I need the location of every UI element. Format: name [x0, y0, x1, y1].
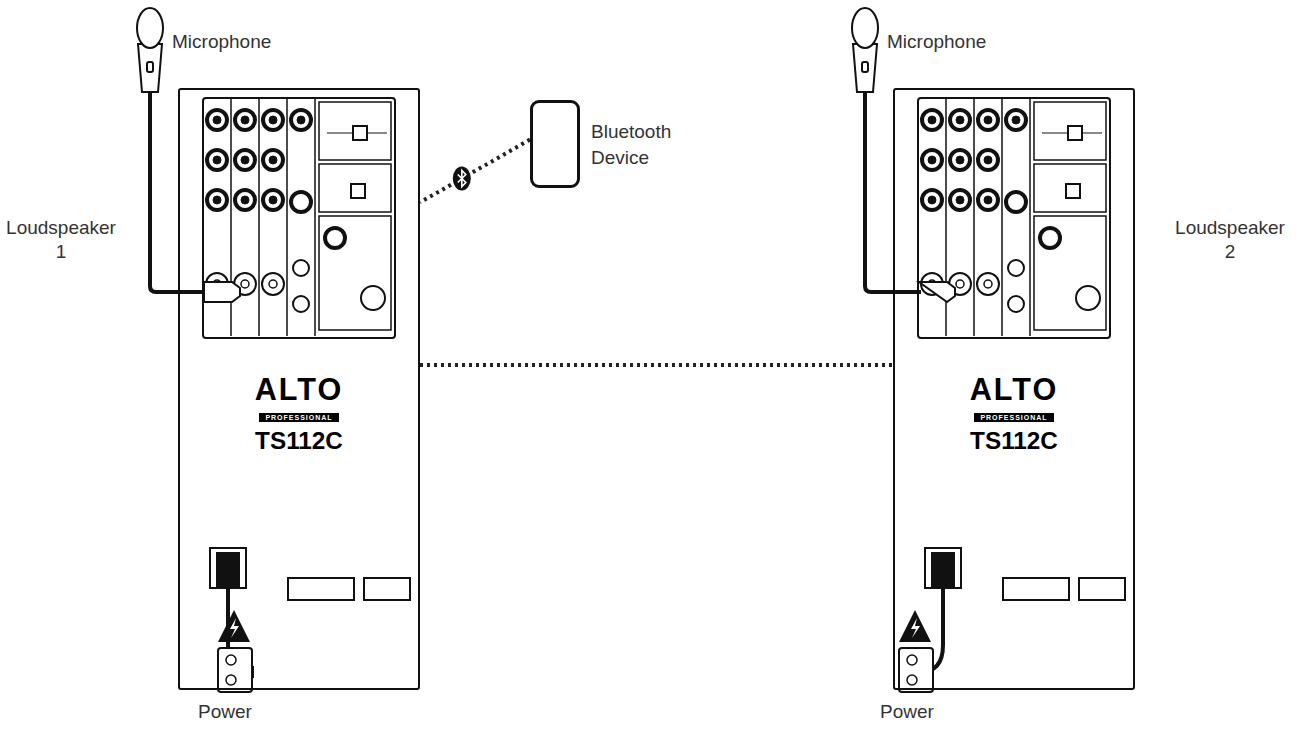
loudspeaker-box: ALTO PROFESSIONAL TS112C [893, 88, 1135, 690]
bluetooth-symbol [453, 167, 471, 191]
logo-block: ALTO PROFESSIONAL TS112C [895, 372, 1133, 456]
callout-label: Power [198, 700, 252, 724]
callout-label: Microphone [887, 30, 986, 54]
bluetooth-device: Bluetooth Device [530, 100, 580, 188]
logo-block: ALTO PROFESSIONAL TS112C [180, 372, 418, 456]
loudspeaker-box: ALTO PROFESSIONAL TS112C [178, 88, 420, 690]
wireless-link [420, 140, 530, 203]
model-name: TS112C [895, 426, 1133, 456]
brand-tag: PROFESSIONAL [974, 413, 1053, 422]
callout-label: Microphone [172, 30, 271, 54]
brand-tag: PROFESSIONAL [259, 413, 338, 422]
callout-label: Loudspeaker 2 [1170, 216, 1290, 264]
brand-name: ALTO [180, 372, 418, 406]
brand-name: ALTO [895, 372, 1133, 406]
model-name: TS112C [180, 426, 418, 456]
callout-label: Power [880, 700, 934, 724]
wireless-link [420, 363, 893, 367]
callout-label: Loudspeaker 1 [6, 216, 116, 264]
device-label: Bluetooth Device [591, 119, 701, 171]
